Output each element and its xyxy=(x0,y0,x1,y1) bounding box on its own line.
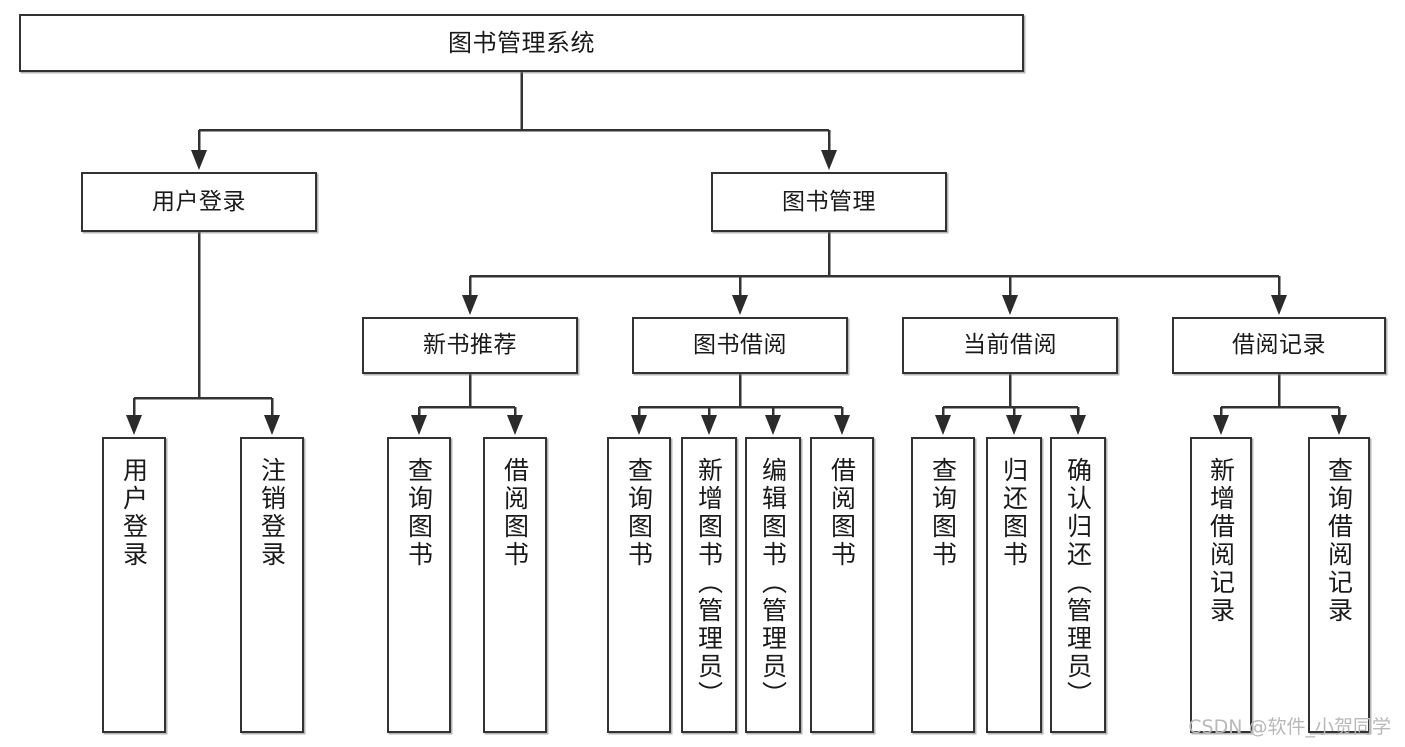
node-label: 归还图书 xyxy=(999,457,1029,569)
node-label: 用户登录 xyxy=(119,457,149,569)
node-label: 借阅记录 xyxy=(1232,332,1326,359)
node-l1a: 用户登录 xyxy=(81,172,317,232)
node-label: 确认归还（管理员） xyxy=(1063,457,1093,709)
node-label: 查询借阅记录 xyxy=(1324,457,1354,625)
node-label: 注销登录 xyxy=(257,457,287,569)
node-label: 编辑图书（管理员） xyxy=(758,457,788,709)
node-leaf3: 查询图书 xyxy=(387,437,451,733)
watermark-text: CSDN @软件_小贺同学 xyxy=(1188,716,1391,738)
node-leaf12: 新增借阅记录 xyxy=(1190,437,1252,733)
node-label: 新书推荐 xyxy=(423,332,517,359)
node-label: 当前借阅 xyxy=(963,332,1057,359)
node-leaf8: 借阅图书 xyxy=(810,437,874,733)
node-root: 图书管理系统 xyxy=(19,14,1024,72)
node-leaf4: 借阅图书 xyxy=(483,437,547,733)
node-label: 借阅图书 xyxy=(500,457,530,569)
node-label: 借阅图书 xyxy=(827,457,857,569)
node-l2d: 借阅记录 xyxy=(1172,317,1386,374)
node-leaf13: 查询借阅记录 xyxy=(1308,437,1370,733)
node-label: 图书管理 xyxy=(782,188,876,215)
node-label: 查询图书 xyxy=(624,457,654,569)
node-leaf1: 用户登录 xyxy=(102,437,166,733)
node-leaf5: 查询图书 xyxy=(607,437,671,733)
node-label: 图书管理系统 xyxy=(448,28,595,57)
node-leaf6: 新增图书（管理员） xyxy=(681,437,737,733)
node-leaf7: 编辑图书（管理员） xyxy=(745,437,801,733)
node-label: 图书借阅 xyxy=(693,332,787,359)
node-leaf2: 注销登录 xyxy=(240,437,304,733)
node-label: 查询图书 xyxy=(404,457,434,569)
node-label: 新增借阅记录 xyxy=(1206,457,1236,625)
node-leaf9: 查询图书 xyxy=(911,437,975,733)
node-leaf11: 确认归还（管理员） xyxy=(1050,437,1106,733)
node-label: 新增图书（管理员） xyxy=(694,457,724,709)
node-label: 查询图书 xyxy=(928,457,958,569)
node-l2a: 新书推荐 xyxy=(362,317,578,374)
node-l2c: 当前借阅 xyxy=(902,317,1118,374)
node-label: 用户登录 xyxy=(152,188,246,215)
node-l2b: 图书借阅 xyxy=(632,317,848,374)
node-l1b: 图书管理 xyxy=(711,172,947,232)
node-leaf10: 归还图书 xyxy=(986,437,1042,733)
